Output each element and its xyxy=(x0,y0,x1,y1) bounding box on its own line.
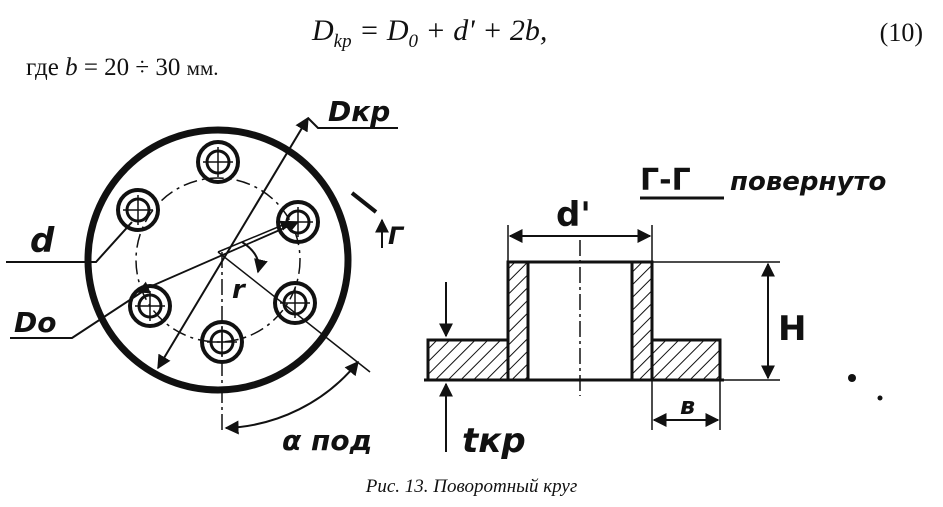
d-leader xyxy=(6,221,133,263)
d0-leader xyxy=(10,287,149,339)
dkr-leader xyxy=(307,117,398,129)
stray-dot-1 xyxy=(848,374,856,382)
formula-rhs-1-sub: 0 xyxy=(408,31,419,52)
section-view: Г-Г повернуто d' H в xyxy=(424,163,886,461)
r-arc xyxy=(241,241,268,274)
hole-upper-left xyxy=(116,188,160,232)
where-range: = 20 ÷ 30 xyxy=(77,54,187,81)
wall-left xyxy=(506,260,530,382)
flange-left xyxy=(426,338,510,382)
formula-line: Dkp = D0 + d' + 2b, (10) xyxy=(0,6,943,56)
formula-number: (10) xyxy=(879,18,923,47)
label-tkr: tкр xyxy=(462,421,526,461)
formula-lhs-sub: kp xyxy=(333,31,352,52)
formula-10: Dkp = D0 + d' + 2b, xyxy=(312,14,547,53)
label-d0: Do xyxy=(14,306,56,339)
wall-right xyxy=(630,260,654,382)
section-note: повернуто xyxy=(730,167,886,197)
d0-diameter-line xyxy=(136,220,300,294)
label-dprime: d' xyxy=(556,195,591,235)
figure-caption: Рис. 13. Поворотный круг xyxy=(365,476,578,497)
section-mark-line xyxy=(350,191,378,214)
angled-axis xyxy=(217,251,371,373)
where-prefix: где xyxy=(26,54,59,81)
formula-rhs-2: + d' + 2b, xyxy=(418,14,548,47)
dkr-diameter-line xyxy=(157,116,309,370)
section-title: Г-Г xyxy=(640,163,691,198)
label-r: r xyxy=(232,275,247,305)
label-alpha: α пoд xyxy=(282,424,372,457)
label-dkr: Dкр xyxy=(328,95,390,128)
label-d: d xyxy=(30,221,55,261)
formula-rhs-1: = D xyxy=(359,14,409,47)
hole-lower-left xyxy=(128,284,172,328)
where-clause: где b = 20 ÷ 30 мм. xyxy=(26,54,218,82)
turntable-plan: Dкр d Do r Г α пoд xyxy=(6,95,405,457)
hole-lower-right xyxy=(273,281,317,325)
hole-top xyxy=(196,140,240,184)
label-h: H xyxy=(778,309,806,349)
stray-dot-2 xyxy=(877,395,883,401)
bolt-circle xyxy=(135,177,301,343)
label-b: в xyxy=(680,392,695,420)
formula-lhs: D xyxy=(312,14,334,47)
where-var: b xyxy=(65,54,78,81)
where-unit: мм. xyxy=(186,56,219,80)
label-g: Г xyxy=(388,222,405,250)
r-radius-line xyxy=(217,220,291,253)
alpha-arc xyxy=(224,360,359,435)
flange-right xyxy=(650,338,722,382)
